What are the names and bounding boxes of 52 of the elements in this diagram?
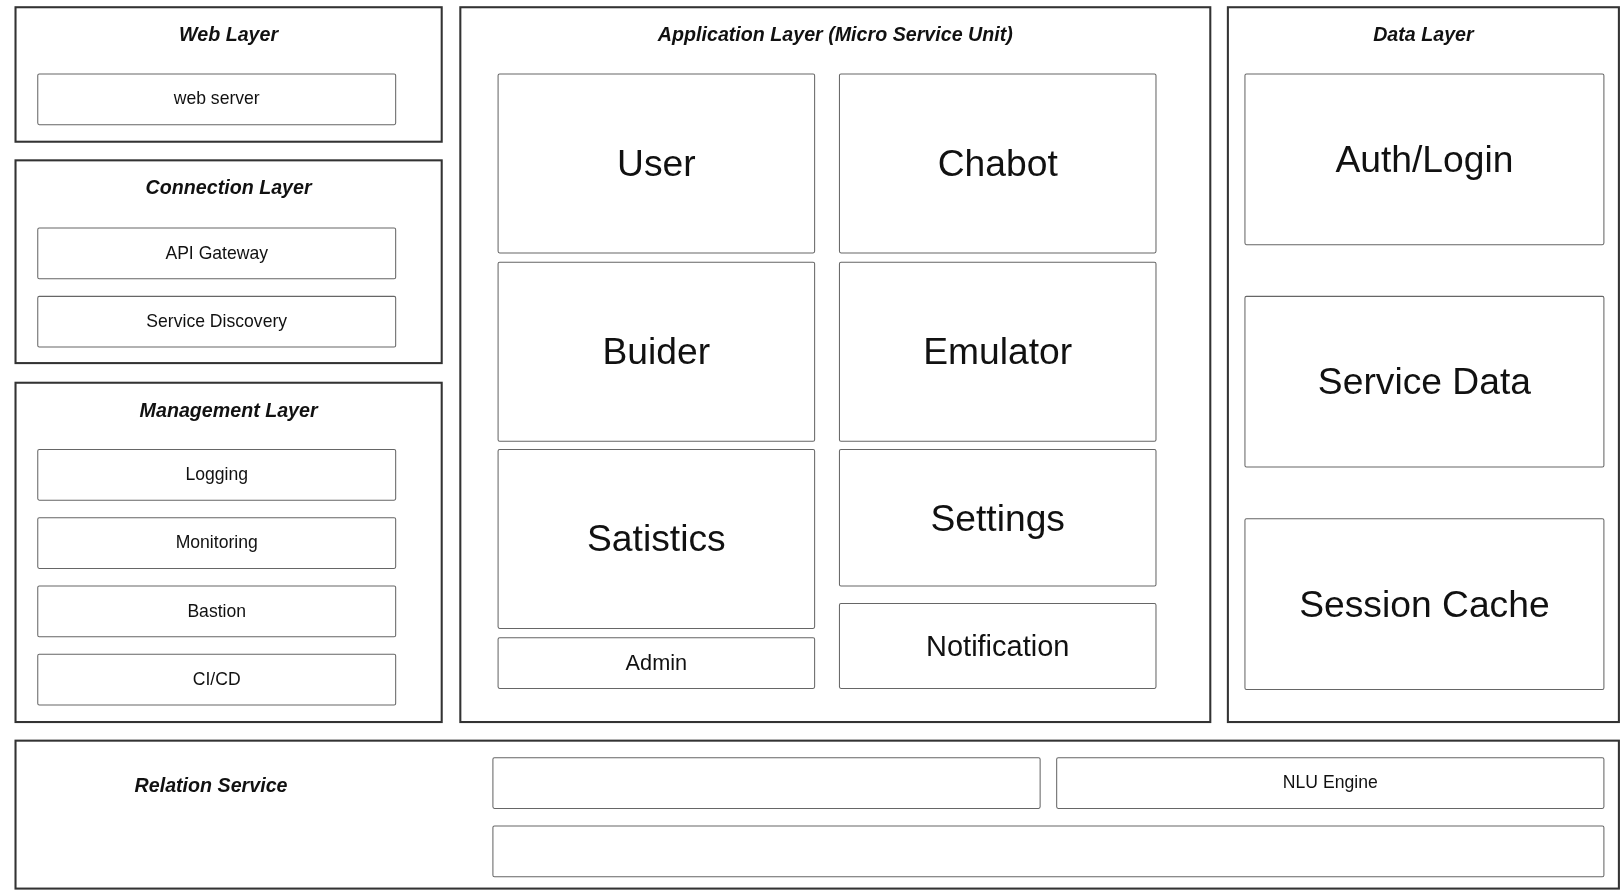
service-box <box>838 603 1157 689</box>
layer-panel <box>14 739 1620 890</box>
service-box <box>838 448 1157 587</box>
layer-panel <box>1226 6 1620 724</box>
service-label: Bastion <box>187 601 247 622</box>
service-label: Service Discovery <box>146 311 288 333</box>
layer-panel <box>14 381 443 724</box>
service-label: API Gateway <box>165 243 269 264</box>
service-label: Auth/Login <box>1335 137 1514 182</box>
service-box <box>37 295 397 348</box>
service-label: Settings <box>930 496 1065 540</box>
service-label: Service Data <box>1317 360 1531 404</box>
service-label: CI/CD <box>192 669 241 690</box>
service-box <box>1244 73 1605 246</box>
service-label: Monitoring <box>175 532 258 554</box>
service-label: Chabot <box>937 141 1058 186</box>
service-label: web server <box>173 88 260 110</box>
service-box <box>838 73 1157 254</box>
service-box <box>1244 295 1605 468</box>
service-box <box>37 517 397 569</box>
service-box <box>37 585 397 638</box>
service-label: Session Cache <box>1299 582 1550 626</box>
service-box <box>37 448 397 501</box>
service-label: Admin <box>625 650 688 676</box>
service-label: User <box>617 141 696 186</box>
layer-title: Web Layer <box>179 23 279 47</box>
layer-panel <box>14 6 443 143</box>
layer-title: Management Layer <box>139 399 318 423</box>
service-box <box>497 73 816 254</box>
service-box <box>37 73 397 126</box>
service-box <box>838 261 1157 442</box>
service-box <box>1244 518 1605 690</box>
service-box <box>37 227 397 280</box>
service-label: Buider <box>602 330 711 374</box>
service-label: Notification <box>926 629 1070 663</box>
layer-title: Application Layer (Micro Service Unit) <box>657 23 1013 47</box>
service-box <box>497 448 816 629</box>
service-box <box>1056 757 1605 809</box>
layer-panel <box>459 6 1212 724</box>
layer-title: Data Layer <box>1373 23 1474 47</box>
service-label: Emulator <box>923 330 1073 374</box>
service-box <box>497 261 816 442</box>
service-label: Logging <box>185 464 248 486</box>
layer-title: Connection Layer <box>145 176 312 200</box>
service-label: Satistics <box>587 517 726 561</box>
layer-panel <box>14 159 443 365</box>
layer-title: Relation Service <box>134 774 288 798</box>
service-box <box>497 637 816 689</box>
service-label: NLU Engine <box>1282 772 1378 794</box>
service-box <box>492 757 1041 809</box>
service-box <box>37 653 397 706</box>
service-box <box>492 825 1605 878</box>
